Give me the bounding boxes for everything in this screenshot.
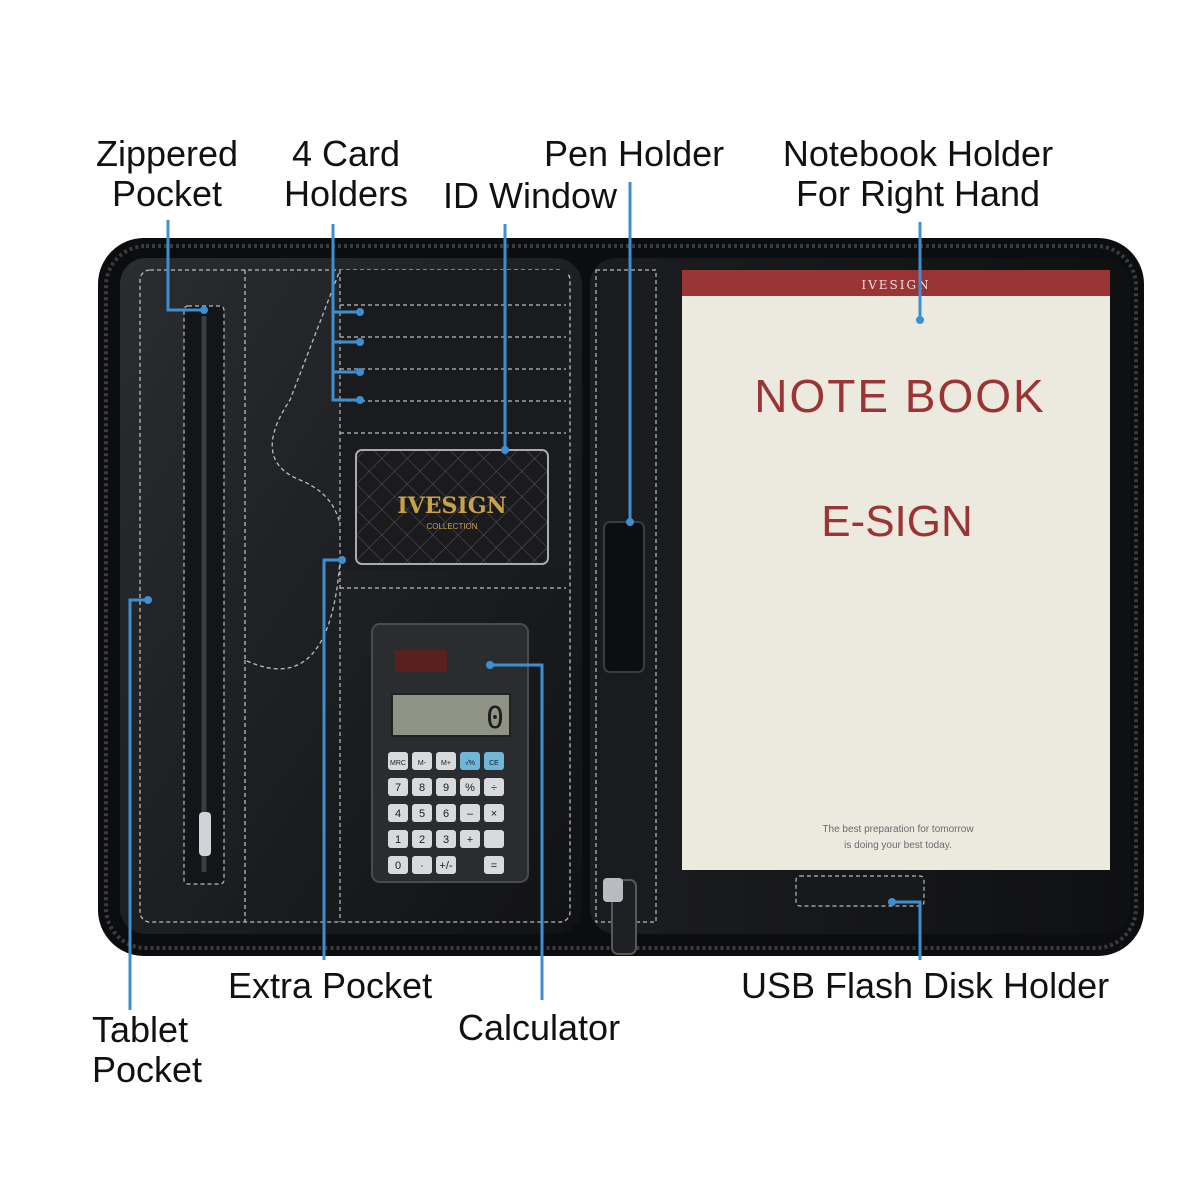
calculator-key xyxy=(436,856,456,874)
calculator-key-label: MRC xyxy=(390,760,406,767)
callout-line-usb xyxy=(892,900,922,960)
calculator-key-label: % xyxy=(465,782,475,794)
calculator-key xyxy=(460,752,480,770)
calculator-key xyxy=(484,778,504,796)
calculator-key xyxy=(412,752,432,770)
label-pen-holder: Pen Holder xyxy=(544,134,724,174)
callout-lines xyxy=(128,182,922,1010)
calculator-key-label: M- xyxy=(418,760,427,767)
callout-line-zippered xyxy=(166,220,204,312)
notebook-title: NOTE BOOK xyxy=(754,370,1045,422)
calculator-key-label: 9 xyxy=(443,782,449,794)
id-window-sub: COLLECTION xyxy=(426,522,477,531)
label-line: Notebook Holder xyxy=(782,133,1054,174)
calculator-key-label: · xyxy=(420,860,424,872)
label-id-window: ID Window xyxy=(443,176,617,216)
calculator-key xyxy=(484,804,504,822)
calculator-key-label: ÷ xyxy=(491,782,497,794)
label-line: Calculator xyxy=(458,1007,621,1048)
calculator-key xyxy=(436,752,456,770)
label-line: Pocket xyxy=(111,173,223,214)
calculator-key xyxy=(436,804,456,822)
id-window-brand: IVESIGN xyxy=(397,493,506,519)
calculator-key xyxy=(412,804,432,822)
label-extra-pocket: Extra Pocket xyxy=(228,966,432,1006)
calculator-key-label: +/- xyxy=(439,860,452,872)
calculator-key-label: 0 xyxy=(395,860,401,872)
label-line: Zippered xyxy=(95,133,239,174)
zipper-pull xyxy=(199,812,211,856)
notebook-tagline-2: is doing your best today. xyxy=(844,840,952,851)
calculator-key xyxy=(388,778,408,796)
label-zippered-pocket: Zippered Pocket xyxy=(92,134,242,214)
calculator-key xyxy=(388,804,408,822)
calculator-key-label: 7 xyxy=(395,782,401,794)
callout-line-extra xyxy=(322,558,342,960)
calculator-key-label: 6 xyxy=(443,808,449,820)
label-line: Extra Pocket xyxy=(228,965,433,1006)
calculator-key xyxy=(412,778,432,796)
calculator-key xyxy=(484,752,504,770)
label-tablet-pocket: Tablet Pocket xyxy=(92,1010,202,1090)
id-window xyxy=(355,449,549,565)
label-card-holders: 4 Card Holders xyxy=(276,134,416,214)
notebook-logo: E-SIGN xyxy=(821,497,973,546)
label-line: ID Window xyxy=(443,175,618,216)
calculator-key xyxy=(436,830,456,848)
calculator-keys: MRC M- M+ √% CE 7 8 9% ÷ 4 5 6 – × 1 2 3 +0 · +/- = xyxy=(388,752,504,874)
notebook xyxy=(682,270,1110,870)
calculator-key xyxy=(388,830,408,848)
notebook-header: IVESIGN xyxy=(861,278,930,292)
label-notebook-holder: Notebook Holder For Right Hand xyxy=(778,134,1058,214)
calculator-key-label: √% xyxy=(465,759,475,767)
label-line: Tablet xyxy=(92,1009,189,1050)
calculator-key xyxy=(412,856,432,874)
pen-holder xyxy=(603,521,645,673)
callout-line-calc xyxy=(490,663,544,1000)
callout-line-tablet xyxy=(128,598,148,1010)
callout-line-cards xyxy=(331,224,360,402)
callout-dots xyxy=(144,306,924,906)
label-line: For Right Hand xyxy=(795,173,1041,214)
calculator-key-label: CE xyxy=(489,760,499,767)
calculator-key-label: 8 xyxy=(419,782,425,794)
calculator-key xyxy=(388,856,408,874)
notebook-tagline-1: The best preparation for tomorrow xyxy=(822,824,974,835)
label-line: 4 Card xyxy=(291,133,401,174)
label-usb-holder: USB Flash Disk Holder xyxy=(741,966,1109,1006)
calculator-key-label: + xyxy=(467,834,473,846)
calculator-key-label: 1 xyxy=(395,834,401,846)
calculator-key-label: 5 xyxy=(419,808,425,820)
calculator-key xyxy=(460,830,480,848)
calculator-key xyxy=(388,752,408,770)
calculator-key xyxy=(484,830,504,848)
calculator-key xyxy=(412,830,432,848)
label-line: USB Flash Disk Holder xyxy=(741,965,1110,1006)
calculator-key-label: 4 xyxy=(395,808,401,820)
calculator-key xyxy=(460,778,480,796)
label-line: Holders xyxy=(283,173,409,214)
calculator-key-label: – xyxy=(467,808,474,820)
calculator-key-label: M+ xyxy=(441,760,451,767)
label-line: Pocket xyxy=(92,1049,203,1090)
calculator-key-label: 2 xyxy=(419,834,425,846)
calculator-key-label: × xyxy=(491,808,497,820)
label-calculator: Calculator xyxy=(458,1008,620,1048)
calculator-key-label: = xyxy=(491,860,497,872)
calculator-display: 0 xyxy=(486,701,504,736)
label-line: Pen Holder xyxy=(544,133,725,174)
calculator-key xyxy=(436,778,456,796)
calculator-key-label: 3 xyxy=(443,834,449,846)
calculator-key xyxy=(460,804,480,822)
calculator-key xyxy=(484,856,504,874)
